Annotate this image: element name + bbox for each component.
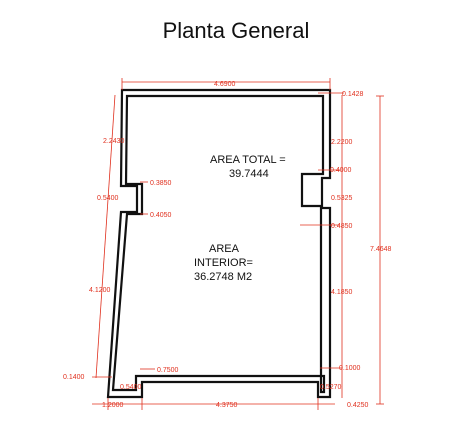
dim-bottom-main: 4.3750 [216, 402, 238, 409]
dim-left-lower: 4.1200 [89, 287, 111, 294]
page-title: Planta General [162, 18, 310, 43]
dim-bottom-right: 0.4250 [347, 402, 369, 409]
dim-right-bottom-step: 0.5270 [320, 384, 342, 391]
area-interior-label: AREA [209, 243, 240, 255]
dim-left-bottom-offset: 0.1400 [63, 374, 85, 381]
dim-top-right-gap: 0.1428 [342, 91, 364, 98]
inner-wall [111, 94, 326, 394]
outer-wall [106, 88, 332, 399]
area-interior-label-2: INTERIOR= [194, 257, 253, 269]
area-total-label: AREA TOTAL = [210, 154, 286, 166]
dim-right-bottom-gap: 0.1000 [339, 365, 361, 372]
dim-line-left [95, 94, 116, 379]
dim-right-notch-top: 0.4000 [330, 167, 352, 174]
dim-bottom-notch-width: 0.7500 [157, 367, 179, 374]
dim-top-width: 4.6900 [214, 81, 236, 88]
dim-left-notch-top: 0.3850 [150, 180, 172, 187]
dim-bottom-notch-height: 0.5400 [120, 384, 142, 391]
dim-left-notch-height: 0.5400 [97, 195, 119, 202]
dim-right-notch-depth: 0.4850 [331, 223, 353, 230]
area-total-value: 39.7444 [229, 168, 269, 180]
dim-left-notch-depth: 0.4050 [150, 212, 172, 219]
dim-right-upper: 2.2200 [331, 139, 353, 146]
dim-overall-height: 7.4648 [370, 246, 392, 253]
area-interior-value: 36.2748 M2 [194, 271, 252, 283]
dim-left-upper: 2.2430 [103, 138, 125, 145]
dim-right-lower: 4.1850 [331, 289, 353, 296]
dim-right-notch-height: 0.5325 [331, 195, 353, 202]
dim-bottom-left: 1.2000 [102, 402, 124, 409]
